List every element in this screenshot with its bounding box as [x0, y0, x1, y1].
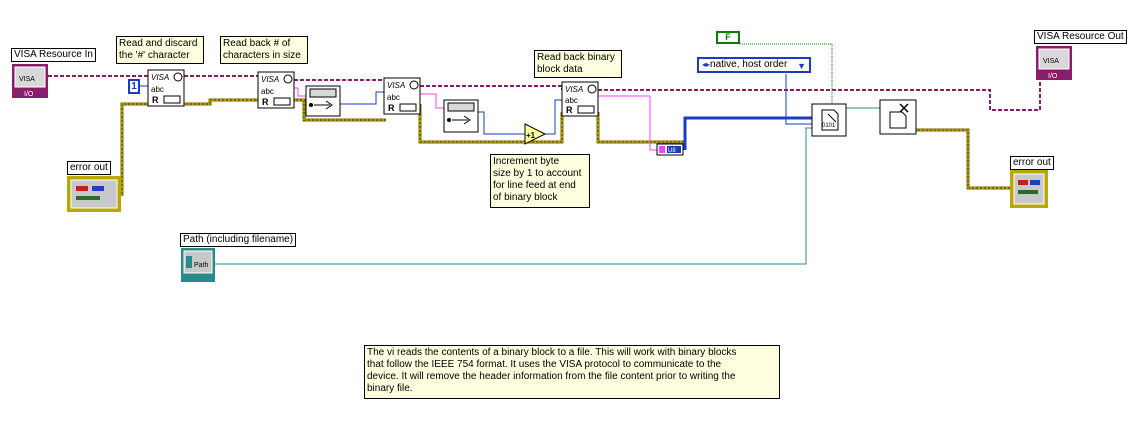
- svg-text:VISA: VISA: [1043, 58, 1059, 65]
- svg-text:R: R: [262, 97, 269, 107]
- svg-text:abc: abc: [151, 85, 164, 94]
- svg-text:U8: U8: [668, 148, 676, 154]
- path-wire[interactable]: [214, 107, 880, 265]
- scan-number-node-1[interactable]: [305, 85, 341, 117]
- byte-order-enum[interactable]: ◂▸native, host order ▼: [697, 57, 811, 73]
- numeric-constant-one[interactable]: 1: [128, 79, 140, 94]
- svg-text:abc: abc: [387, 93, 400, 102]
- svg-text:VISA: VISA: [19, 76, 35, 83]
- svg-text:I/O: I/O: [1048, 73, 1058, 80]
- boolean-false-constant[interactable]: F: [716, 31, 740, 44]
- comment-description: The vi reads the contents of a binary bl…: [364, 345, 780, 399]
- svg-text:I/O: I/O: [24, 91, 34, 98]
- visa-resource-out-terminal[interactable]: VISA I/O: [1036, 46, 1072, 80]
- svg-text:VISA: VISA: [261, 75, 279, 84]
- write-binary-file-node[interactable]: 0101: [811, 103, 847, 137]
- comment-increment: Increment byte size by 1 to account for …: [490, 154, 590, 208]
- error-wire-inner: [121, 99, 1010, 196]
- visa-resource-out-label: VISA Resource Out: [1034, 30, 1127, 44]
- svg-text:VISA: VISA: [151, 73, 169, 82]
- array-wire[interactable]: [683, 116, 812, 150]
- svg-text:R: R: [566, 105, 573, 115]
- increment-node[interactable]: +1: [524, 123, 547, 145]
- scan-number-node-2[interactable]: [443, 99, 479, 133]
- visa-read-node-1[interactable]: VISA abc R: [147, 69, 185, 107]
- error-out-right-terminal[interactable]: [1010, 170, 1048, 208]
- visa-read-node-4[interactable]: VISA abc R: [561, 81, 599, 117]
- path-label: Path (including filename): [180, 233, 297, 247]
- close-file-node[interactable]: [879, 99, 917, 135]
- svg-text:abc: abc: [261, 87, 274, 96]
- svg-text:+1: +1: [526, 131, 536, 140]
- enum-arrows-icon: ◂▸: [702, 60, 711, 69]
- visa-read-node-3[interactable]: VISA abc R: [383, 77, 421, 115]
- error-out-left-terminal[interactable]: [67, 176, 121, 212]
- comment-read-back-binary: Read back binary block data: [534, 50, 622, 78]
- visa-resource-in-terminal[interactable]: VISA I/O: [12, 64, 48, 98]
- svg-text:abc: abc: [565, 96, 578, 105]
- error-out-left-label: error out: [67, 161, 111, 175]
- chevron-down-icon[interactable]: ▼: [797, 61, 806, 71]
- comment-read-back-count: Read back # of characters in size: [220, 36, 308, 64]
- string-to-byte-array-node[interactable]: U8: [656, 143, 684, 156]
- byte-order-value: native, host order: [710, 59, 788, 70]
- svg-text:VISA: VISA: [387, 81, 405, 90]
- svg-text:Path: Path: [194, 262, 209, 269]
- bool-wire[interactable]: [740, 43, 833, 104]
- svg-text:0101: 0101: [822, 123, 836, 129]
- visa-resource-in-label: VISA Resource In: [11, 48, 96, 62]
- path-control-terminal[interactable]: Path: [181, 248, 215, 282]
- svg-text:R: R: [388, 103, 395, 113]
- comment-read-discard: Read and discard the '#' character: [116, 36, 204, 64]
- visa-read-node-2[interactable]: VISA abc R: [257, 71, 295, 109]
- svg-text:R: R: [152, 95, 159, 105]
- svg-text:VISA: VISA: [565, 85, 583, 94]
- error-out-right-label: error out: [1010, 156, 1054, 170]
